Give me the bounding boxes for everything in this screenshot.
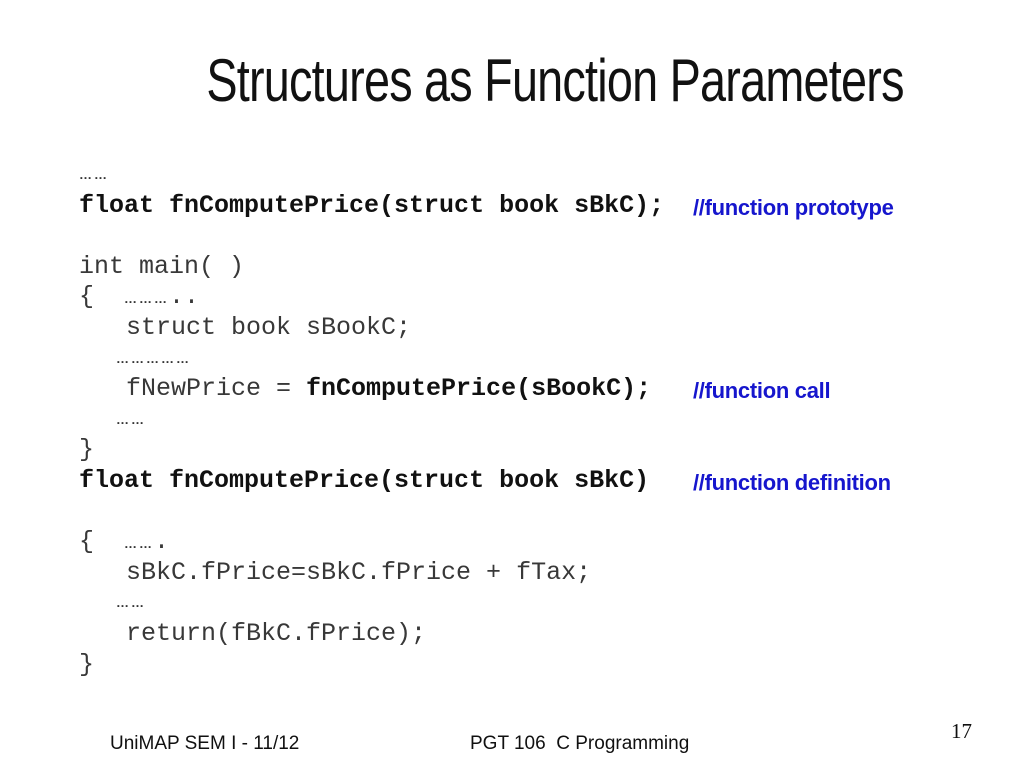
code-line: } [79, 435, 979, 466]
code-line: } [79, 650, 979, 681]
code-line: { ……….. [79, 282, 979, 313]
code-segment: { [79, 282, 125, 312]
code-segment: …… [124, 536, 155, 552]
code-segment: struct book sBookC; [126, 312, 412, 342]
code-segment: fNewPrice = [126, 374, 307, 404]
code-line: int main( ) [79, 252, 979, 283]
slide-title: Structures as Function Parameters [0, 46, 1024, 115]
page-number: 17 [951, 719, 972, 743]
code-segment: { [79, 527, 125, 557]
code-line: struct book sBookC; [79, 313, 979, 344]
code-segment: …… [116, 595, 146, 611]
code-segment: float fnComputePrice(struct book sBkC); [79, 190, 665, 220]
code-line: …… [79, 160, 979, 191]
code-line: float fnComputePrice(struct book sBkC) //… [79, 466, 979, 497]
footer-semester: UniMAP SEM I - 11/12 [110, 733, 300, 754]
code-segment: …… [79, 167, 109, 182]
code-line [79, 221, 979, 252]
code-segment: …………… [116, 350, 191, 366]
code-segment: } [79, 435, 95, 465]
code-line: float fnComputePrice(struct book sBkC); /… [79, 191, 979, 222]
code-comment: //function call [693, 378, 831, 404]
code-segment: } [79, 649, 95, 679]
code-segment: . [154, 527, 170, 557]
code-block: …… float fnComputePrice(struct book sBkC)… [79, 160, 979, 680]
code-comment: //function definition [693, 469, 891, 495]
code-line: …………… [79, 344, 979, 375]
code-line: …… [79, 588, 979, 619]
code-line: sBkC.fPrice=sBkC.fPrice + fTax; [79, 558, 979, 589]
code-line [79, 497, 979, 528]
slide-title-text: Structures as Function Parameters [206, 47, 904, 114]
code-segment: sBkC.fPrice=sBkC.fPrice + fTax; [126, 557, 592, 587]
code-line: fNewPrice = fnComputePrice(sBookC); //fun… [79, 374, 979, 405]
code-segment: int main( ) [79, 251, 245, 281]
code-line: …… [79, 405, 979, 436]
code-segment: .. [169, 282, 200, 312]
code-segment: …… [116, 411, 146, 427]
code-line: { ……. [79, 527, 979, 558]
footer-course-info: PGT 106 C Programming [470, 733, 690, 754]
code-segment: fnComputePrice(sBookC); [306, 374, 652, 404]
code-line: return(fBkC.fPrice); [79, 619, 979, 650]
code-segment: float fnComputePrice(struct book sBkC) [79, 465, 650, 495]
code-comment: //function prototype [693, 194, 894, 220]
code-segment: ……… [124, 291, 170, 307]
code-segment: return(fBkC.fPrice); [126, 618, 427, 648]
